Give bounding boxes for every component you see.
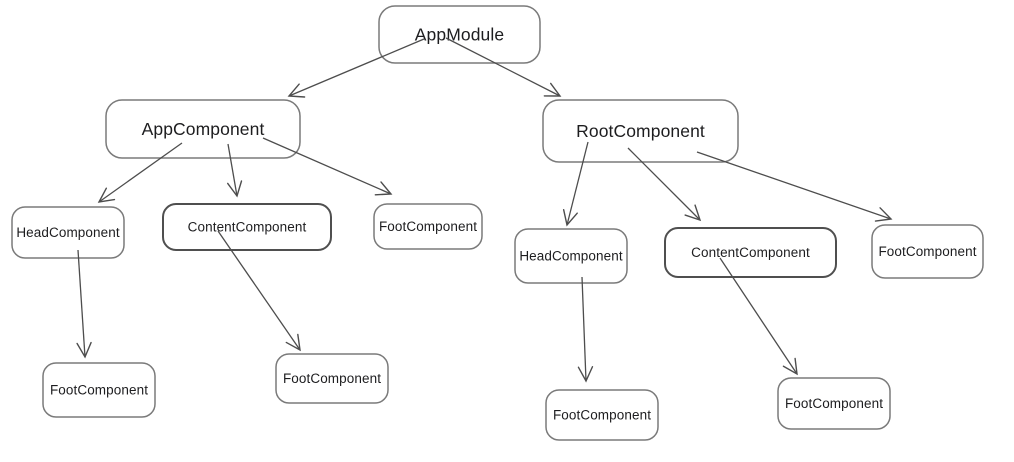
node-box-foot-component-left: [373, 203, 483, 250]
node-box-app-component: [105, 99, 301, 159]
node-label-foot-component-right-2: FootComponent: [785, 396, 883, 411]
node-box-foot-component-right-2: [777, 377, 891, 430]
node-head-component-right: HeadComponent: [514, 228, 628, 284]
node-label-foot-component-left-2: FootComponent: [283, 371, 381, 386]
node-content-component-left: ContentComponent: [162, 203, 332, 251]
node-box-foot-component-right: [871, 224, 984, 279]
edge-appcomponent-to-contentcomponent: [227, 143, 243, 198]
edge-rootcomponent-to-footcomponent: [696, 151, 893, 222]
node-label-head-component-right: HeadComponent: [519, 249, 623, 264]
edge-appcomponent-to-headcomponent: [97, 142, 183, 203]
node-label-foot-component-left: FootComponent: [379, 219, 477, 234]
node-box-head-component-left: [11, 206, 125, 259]
edge-rootcomponent-to-headcomponent: [562, 141, 589, 227]
node-root-component: RootComponent: [542, 99, 739, 163]
edge-appmodule-to-rootcomponent: [445, 37, 562, 97]
node-foot-component-left: FootComponent: [373, 203, 483, 250]
node-label-content-component-left: ContentComponent: [188, 220, 307, 235]
node-app-module: AppModule: [378, 5, 541, 64]
node-label-app-component: AppComponent: [142, 119, 265, 139]
node-foot-component-right: FootComponent: [871, 224, 984, 279]
edge-headcomponent-right-to-footcomponent: [577, 276, 594, 383]
node-box-content-component-left: [162, 203, 332, 251]
node-label-content-component-right: ContentComponent: [691, 245, 810, 260]
node-foot-component-left-2: FootComponent: [275, 353, 389, 404]
edge-contentcomponent-right-to-footcomponent: [719, 257, 798, 376]
node-box-root-component: [542, 99, 739, 163]
node-box-head-component-right: [514, 228, 628, 284]
node-box-foot-component-left-1: [42, 362, 156, 418]
node-label-foot-component-right: FootComponent: [878, 244, 976, 259]
node-label-head-component-left: HeadComponent: [16, 225, 120, 240]
node-foot-component-right-1: FootComponent: [545, 389, 659, 441]
node-head-component-left: HeadComponent: [11, 206, 125, 259]
node-content-component-right: ContentComponent: [664, 227, 837, 278]
edge-rootcomponent-to-contentcomponent: [627, 147, 702, 222]
edge-appmodule-to-appcomponent: [287, 38, 425, 98]
node-box-content-component-right: [664, 227, 837, 278]
edges-layer: [76, 37, 893, 383]
node-box-foot-component-left-2: [275, 353, 389, 404]
edge-appcomponent-to-footcomponent: [262, 137, 393, 196]
node-label-app-module: AppModule: [415, 25, 504, 45]
node-foot-component-left-1: FootComponent: [42, 362, 156, 418]
edge-contentcomponent-left-to-footcomponent: [217, 230, 301, 352]
node-label-foot-component-right-1: FootComponent: [553, 408, 651, 423]
node-app-component: AppComponent: [105, 99, 301, 159]
node-box-foot-component-right-1: [545, 389, 659, 441]
node-foot-component-right-2: FootComponent: [777, 377, 891, 430]
node-label-foot-component-left-1: FootComponent: [50, 383, 148, 398]
edge-headcomponent-left-to-footcomponent: [76, 249, 92, 359]
node-box-app-module: [378, 5, 541, 64]
node-label-root-component: RootComponent: [576, 121, 705, 141]
